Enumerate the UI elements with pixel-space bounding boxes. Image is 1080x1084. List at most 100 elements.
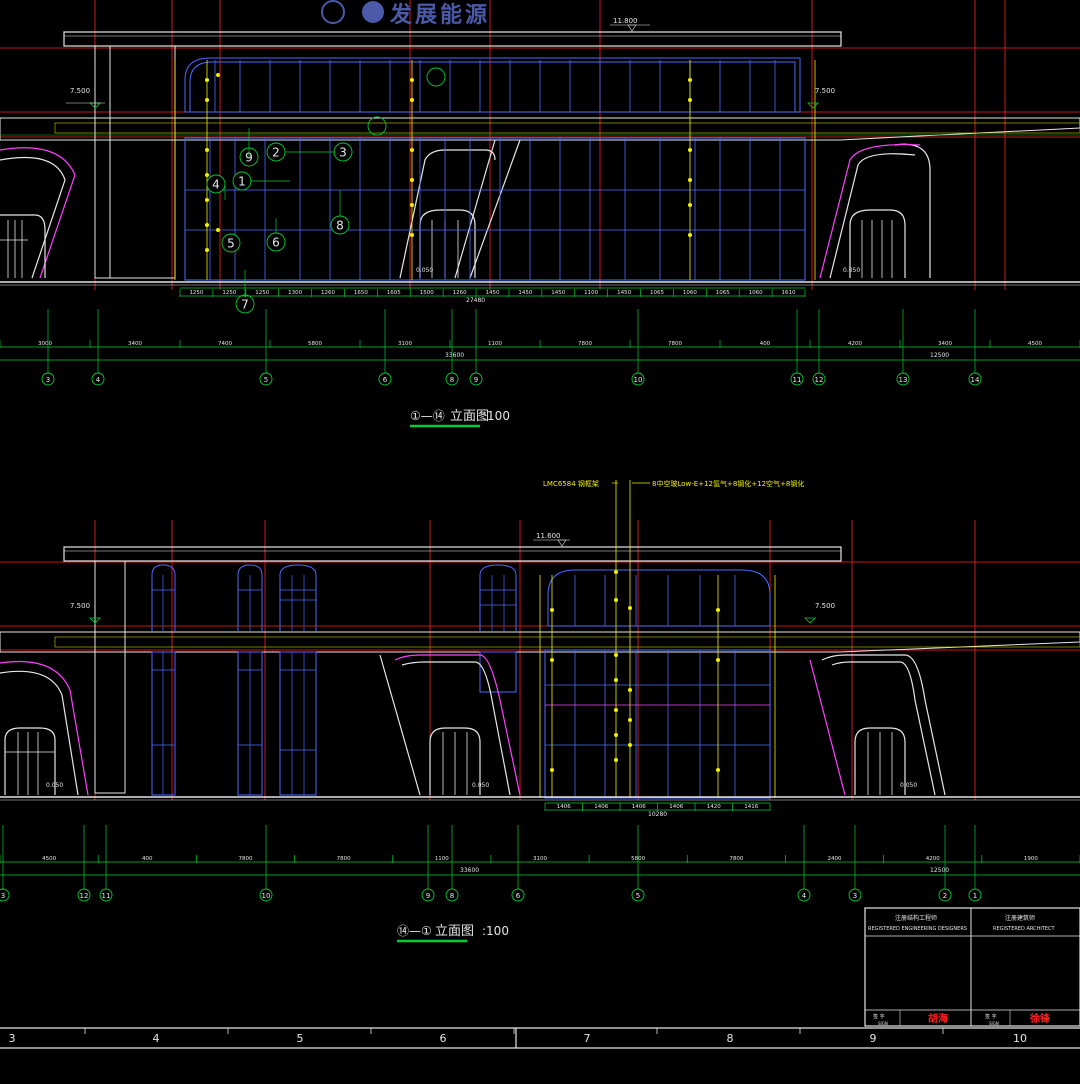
top-curtain-wall-upper bbox=[184, 57, 801, 113]
ruler-label: 6 bbox=[440, 1032, 447, 1045]
bottom-notes: LMC6584 钢框架 8中空玻Low-E+12氩气+8钢化+12空气+8钢化 bbox=[543, 479, 804, 488]
tb-col1-sub: REGISTERED ENGINEERING DESIGNERS bbox=[868, 926, 967, 932]
bottom-transoms bbox=[545, 684, 770, 746]
axis-bubble bbox=[631, 372, 645, 386]
axis-label: 4 bbox=[96, 376, 101, 384]
axis-dim: 7800 bbox=[578, 341, 592, 347]
tb-col2-sub: REGISTERED ARCHITECT bbox=[993, 926, 1056, 932]
axis-bubble bbox=[445, 372, 459, 386]
top-level-right: 7.500 bbox=[807, 87, 835, 109]
bottom-caption-title: 立面图 bbox=[435, 924, 474, 939]
svg-text:7.500: 7.500 bbox=[815, 602, 835, 610]
top-vertical-dim-dots bbox=[205, 73, 692, 252]
glass-callout-label: 6 bbox=[272, 236, 280, 250]
axis-label: 3 bbox=[1, 892, 5, 900]
bottom-caption-scale: :100 bbox=[482, 924, 509, 938]
bottom-level-small-2: 0.050 bbox=[472, 782, 489, 789]
bottom-mullions bbox=[574, 575, 736, 798]
top-elevation: 发展能源 11.800 7.500 7.500 0.050 0.050 1234… bbox=[0, 0, 1080, 428]
glass-callout-label: 9 bbox=[245, 151, 253, 165]
axis-dim: 1100 bbox=[435, 856, 449, 862]
glass-callout bbox=[206, 174, 226, 194]
segment-dim: 1500 bbox=[420, 290, 434, 296]
bottom-overall-total: 33600 bbox=[460, 867, 479, 874]
tb-stamp-1: 胡海 bbox=[928, 1012, 948, 1025]
axis-dim: 4500 bbox=[1028, 341, 1042, 347]
top-curtain-wall-lower bbox=[184, 137, 806, 281]
top-caption-title: 立面图 bbox=[450, 409, 489, 424]
axis-dim: 4200 bbox=[926, 856, 940, 862]
segment-dim: 1100 bbox=[584, 290, 598, 296]
segment-dim: 1406 bbox=[632, 804, 646, 810]
top-level-small-1: 0.050 bbox=[416, 267, 433, 274]
top-portal-windows bbox=[0, 220, 893, 278]
axis-label: 6 bbox=[383, 376, 388, 384]
top-caption: ①—⑭ 立面图 :100 bbox=[410, 409, 510, 428]
bottom-roof-slab bbox=[63, 546, 842, 562]
top-glass-total: 27480 bbox=[466, 297, 485, 304]
top-overall-total: 33600 bbox=[445, 352, 464, 359]
axis-dim: 7400 bbox=[218, 341, 232, 347]
axis-bubble bbox=[631, 888, 645, 902]
note-frame: LMC6584 钢框架 bbox=[543, 479, 599, 488]
segment-dim: 1406 bbox=[557, 804, 571, 810]
axis-dim: 400 bbox=[760, 341, 771, 347]
segment-dim: 1065 bbox=[650, 290, 664, 296]
segment-dim: 1450 bbox=[518, 290, 532, 296]
axis-bubble bbox=[259, 372, 273, 386]
axis-dim: 5800 bbox=[308, 341, 322, 347]
tb-stamp-2: 徐锋 bbox=[1029, 1012, 1051, 1025]
top-level-roof: 11.800 bbox=[610, 17, 650, 32]
ruler-label: 10 bbox=[1013, 1032, 1027, 1045]
segment-dim: 1416 bbox=[744, 804, 758, 810]
tb-sign-label-en-2: SIGN bbox=[989, 1021, 999, 1026]
axis-bubble bbox=[511, 888, 525, 902]
segment-dim: 1610 bbox=[782, 290, 796, 296]
top-vertical-dim-chains bbox=[174, 60, 816, 280]
ruler-label: 9 bbox=[870, 1032, 877, 1045]
axis-dim: 4500 bbox=[42, 856, 56, 862]
axis-bubble bbox=[896, 372, 910, 386]
ruler-label: 4 bbox=[153, 1032, 160, 1045]
axis-label: 11 bbox=[102, 892, 111, 900]
axis-label: 13 bbox=[899, 376, 908, 384]
bottom-axis-dim-chain: 4500400780078001100310058007800240042001… bbox=[0, 855, 1080, 876]
segment-dim: 1300 bbox=[288, 290, 302, 296]
top-left-structure bbox=[94, 45, 176, 279]
tb-sign-label-1: 签 字 bbox=[873, 1013, 885, 1020]
company-logo: 发展能源 bbox=[321, 0, 487, 28]
axis-bubble bbox=[99, 888, 113, 902]
top-roof-slab bbox=[63, 31, 842, 47]
segment-dim: 1260 bbox=[321, 290, 335, 296]
bottom-elevation: LMC6584 钢框架 8中空玻Low-E+12氩气+8钢化+12空气+8钢化 … bbox=[0, 479, 1080, 943]
axis-label: 5 bbox=[264, 376, 268, 384]
bottom-right-total: 12500 bbox=[930, 867, 949, 874]
logo-emblem-icon bbox=[321, 0, 345, 24]
ruler-label: 7 bbox=[584, 1032, 591, 1045]
top-lower-transoms bbox=[185, 189, 805, 231]
segment-dim: 1406 bbox=[594, 804, 608, 810]
svg-text:11.800: 11.800 bbox=[613, 17, 638, 25]
axis-bubble bbox=[469, 372, 483, 386]
svg-text:7.500: 7.500 bbox=[70, 87, 90, 95]
axis-label: 6 bbox=[516, 892, 521, 900]
segment-dim: 1605 bbox=[387, 290, 401, 296]
segment-dim: 1450 bbox=[486, 290, 500, 296]
axis-bubble bbox=[938, 888, 952, 902]
axis-label: 8 bbox=[450, 376, 454, 384]
axis-dim: 3000 bbox=[38, 341, 52, 347]
axis-bubble bbox=[790, 372, 804, 386]
bottom-caption: ⑭—① 立面图 :100 bbox=[397, 924, 509, 943]
axis-label: 3 bbox=[853, 892, 857, 900]
segment-dim: 1060 bbox=[749, 290, 763, 296]
top-portals bbox=[0, 139, 931, 279]
segment-dim: 1450 bbox=[551, 290, 565, 296]
top-canopy bbox=[0, 117, 1080, 141]
axis-bubble bbox=[378, 372, 392, 386]
axis-dim: 1900 bbox=[1024, 856, 1038, 862]
glass-callout-label: 1 bbox=[238, 175, 246, 189]
glass-callout bbox=[221, 233, 241, 253]
